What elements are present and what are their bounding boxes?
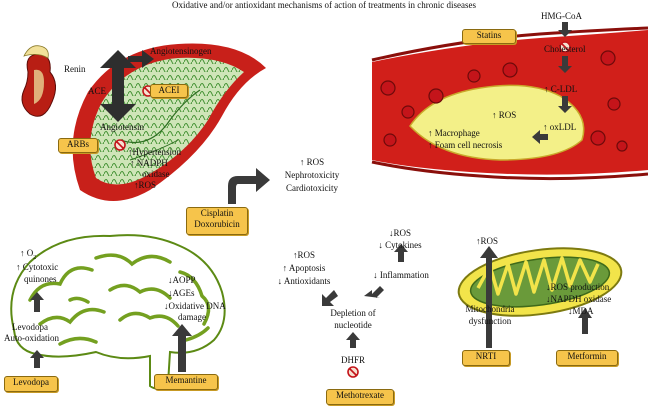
cisplatin-effect-nephrotoxicity: Nephrotoxicity [284,170,340,180]
depletion-label: Depletion of [330,308,376,318]
raas-effect-ros: ↑ROS [134,180,157,190]
levodopa-auto-1-label: Levodopa [12,322,48,332]
cisplatin-effect-cardiotoxicity: Cardiotoxicity [286,183,338,193]
brain-illustration [10,234,226,390]
metformin-nadph-label: ↓NAPDH oxidase [546,294,612,304]
mtx-inflammation-label: ↓ Inflammation [373,270,429,280]
raas-effect-nadph: ↑ NADPH [130,158,168,168]
angiotensin-label: Angiotensin [100,122,144,132]
metformin-ros-label: ↓ROS production [546,282,610,292]
cytotoxic-label: ↑ Cytotoxic [16,262,59,272]
cisplatin-doxorubicin-box: Cisplatin Doxorubicin [186,207,248,235]
nrti-box: NRTI [462,350,510,366]
macrophage-label: ↑ Macrophage [428,128,480,138]
mtx-apoptosis-label: ↑ Apoptosis [282,263,326,273]
raas-effect-hypertension: ↑Hypertension [128,147,181,157]
doxorubicin-label: Doxorubicin [194,219,240,229]
figure-title: Oxidative and/or antioxidant mechanisms … [172,0,476,10]
kidney-illustration [21,45,56,117]
levodopa-box: Levodopa [4,376,58,392]
levodopa-auto-2-label: Auto-oxidation [4,333,59,343]
ace-label: ACE [88,86,106,96]
oxldl-label: ↑ oxLDL [543,122,577,132]
methotrexate-box: Methotrexate [326,389,394,405]
arbs-box: ARBs [58,138,98,153]
metformin-mda-label: ↓MDA [568,306,594,316]
hmg-coa-label: HMG-CoA [541,11,583,21]
mitochondria-label: Mitochondria [465,304,515,314]
mtx-ros-label: ↑ROS [292,250,315,260]
memantine-dna-label: ↓Oxidative DNA [164,301,226,311]
mitochondrion-illustration [457,247,623,317]
arrows [30,22,592,372]
statins-box: Statins [462,29,516,44]
mtx-antioxidants-label: ↓ Antioxidants [277,276,331,286]
acei-box: ACEI [150,84,188,98]
metformin-box: Metformin [556,350,618,366]
memantine-box: Memantine [154,374,218,390]
c-ldl-label: ↑ C-LDL [544,84,578,94]
nucleotide-label: nucleotide [334,320,372,330]
artery-illustration [371,26,648,181]
foam-cell-label: ↑ Foam cell necrosis [428,140,503,150]
levodopa-o2-label: ↑ O2 [20,248,37,261]
memantine-ages-label: ↓AGEs [168,288,195,298]
cholesterol-label: Cholesterol [544,44,586,54]
angiotensinogen-label: Angiotensinogen [150,46,212,56]
raas-effect-oxidase: oxidase [142,169,170,179]
quinones-label: quinones [24,274,57,284]
cisplatin-effect-ros: ↑ ROS [299,157,325,167]
cisplatin-label: Cisplatin [200,208,234,218]
mtx-cytokines-label: ↓ Cytokines [378,240,422,250]
dhfr-label: DHFR [340,355,365,365]
statin-ros-label: ↑ ROS [492,110,517,120]
memantine-damage-label: damage [178,312,206,322]
nrti-ros-label: ↑ROS [476,236,499,246]
dysfunction-label: dysfunction [468,316,512,326]
mtx-ros-decrease-label: ↓ROS [388,228,411,238]
memantine-aopp-label: ↓AOPP [168,275,196,285]
renin-label: Renin [64,64,86,74]
